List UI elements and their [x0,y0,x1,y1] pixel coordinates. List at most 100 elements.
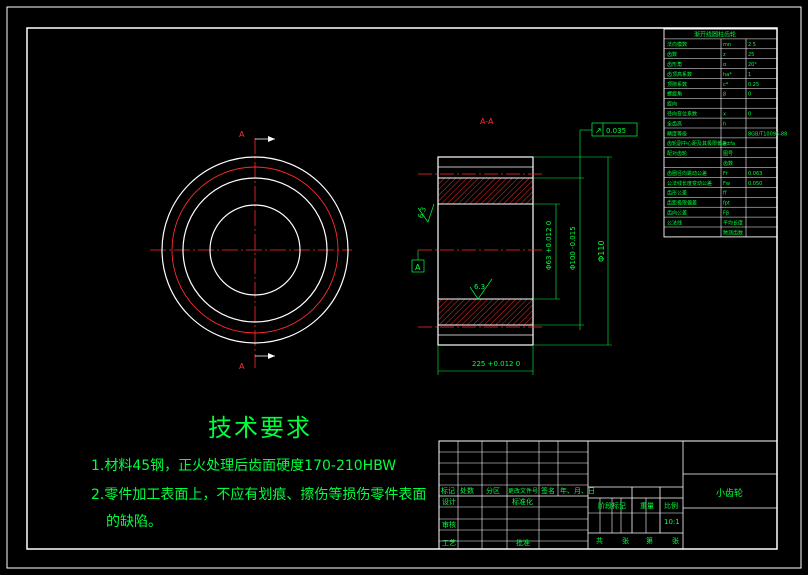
param-cell: 齿数 [667,51,677,58]
param-cell: ha* [723,72,732,78]
dim-mid-text: Φ100 -0.015 [569,226,577,270]
part-name: 小齿轮 [716,487,743,499]
role-process: 工艺 [442,539,456,547]
param-cell: 0 [748,112,751,118]
param-cell: 齿圈径向跳动公差 [667,170,707,177]
scale-value: 10:1 [664,518,680,526]
cut-arrowhead-bottom [268,353,275,359]
param-cell: 齿向公差 [667,210,687,217]
bore-circle [209,204,301,296]
footer-total: 共 [596,536,603,545]
param-cell: 旋向 [667,101,677,108]
hatch-top [437,177,534,205]
param-cell: c* [723,82,729,88]
footer-number: 第 [646,536,653,545]
param-table-header: 渐开线圆柱齿轮 [694,31,736,39]
param-cell: Fr [723,171,729,177]
dim-bore-text: Φ63 +0.012 0 [545,221,553,270]
footer-sheet: 张 [672,536,679,545]
hdr-sign: 签名 [541,486,555,495]
outer-frame [6,6,802,569]
param-cell: 齿轮副中心距及其极限偏差 [667,140,727,147]
param-cell: 1 [748,72,751,78]
datum-letter: A [415,263,421,272]
runout-icon: ↗ [595,126,602,135]
param-cell: 0.050 [748,181,762,187]
param-cell: α [723,62,727,68]
hdr-doc: 更改文件号 [508,487,538,495]
param-cell: 0 [748,92,751,98]
pitch-circle [171,166,339,334]
param-cell: a±fa [723,141,735,147]
root-circle [182,177,328,323]
tech-note-2: 2.零件加工表面上，不应有划痕、擦伤等损伤零件表面 [91,487,427,503]
param-cell: β [723,92,726,98]
tip-circle [161,156,349,344]
tol-value: 0.035 [606,127,626,135]
param-cell: 顶隙系数 [667,81,687,88]
param-cell: 2.5 [748,42,756,48]
label-weight: 重量 [640,502,654,510]
param-cell: 齿形角 [667,61,682,68]
param-cell: Fβ [723,211,729,217]
param-cell: 0.25 [748,82,759,88]
tol-frame [591,122,638,137]
param-cell: 齿形公差 [667,190,687,197]
role-review: 审核 [442,520,456,529]
param-cell: ff [723,191,727,197]
label-scale: 比例 [664,501,678,510]
param-cell: 图号 [723,151,733,157]
roughness-symbol-bottom [469,278,493,300]
hdr-zone: 分区 [486,486,500,495]
cut-label-top: A [239,130,245,139]
param-cell: 齿顶高系数 [667,71,692,78]
param-cell: mn [723,42,731,48]
role-approve: 批准 [516,538,530,547]
param-cell: 全齿高 [667,120,682,127]
param-cell: 法向模数 [667,41,687,48]
param-cell: 螺旋角 [667,91,682,98]
roughness-symbol-left [417,203,435,223]
tech-note-1: 1.材料45钢，正火处理后齿面硬度170-210HBW [91,458,397,474]
param-cell: 平均长度 [723,219,743,226]
param-cell: 径向变位系数 [667,111,697,118]
role-design: 设计 [442,497,456,506]
hdr-count: 处数 [460,486,474,495]
param-cell: 公法线长度变动公差 [667,180,712,187]
roughness-value-bottom: 6.3 [474,283,485,291]
param-cell: 齿数 [723,160,733,167]
dim-width-text: 225 +0.012 0 [472,360,520,368]
dim-outer-text: Φ110 [597,240,606,262]
param-cell: 公法线 [667,219,682,226]
label-stage: 阶段标记 [598,501,626,510]
footer-sheets: 张 [622,536,629,545]
front-view: A A [150,130,352,371]
param-cell: 8GB/T10095-88 [748,131,787,137]
param-cell: z [723,52,726,58]
param-cell: 配对齿轮 [667,150,687,157]
roughness-value-left: 6.3 [417,206,428,219]
param-cell: h [723,121,726,127]
param-cell: fpt [723,201,730,207]
hdr-mark: 标记 [441,486,455,495]
param-cell: 20° [748,62,757,68]
param-cell: 精度等级 [667,130,687,137]
param-cell: 25 [748,52,754,58]
cut-arrowhead-top [268,136,275,142]
param-cell: 0.063 [748,171,762,177]
inner-frame [26,27,778,550]
param-cell: 跨测齿数 [723,229,743,236]
section-outline [437,156,534,346]
title-block: 标记 处数 分区 更改文件号 签名 年、月、日 设计 标准化 审核 工艺 批准 … [438,440,778,550]
section-label: A-A [480,117,494,126]
param-cell: 齿距极限偏差 [667,200,697,207]
hdr-date: 年、月、日 [560,486,595,495]
title-block-frame [438,440,778,550]
param-cell: x [723,112,726,118]
hatch-bottom [437,298,534,326]
param-cell: Fw [723,181,730,187]
cut-label-bottom: A [239,362,245,371]
param-table-frame [663,28,778,238]
